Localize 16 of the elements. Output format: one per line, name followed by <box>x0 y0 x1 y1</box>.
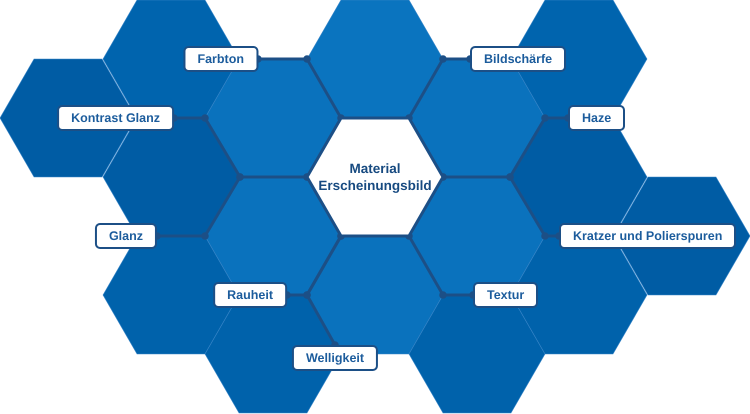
connector-line <box>406 55 470 120</box>
property-label: Rauheit <box>213 282 287 308</box>
property-label: Glanz <box>94 223 157 249</box>
property-label: Bildschärfe <box>470 46 566 72</box>
center-title: Material Erscheinungsbild <box>317 160 433 194</box>
connector-line <box>304 234 344 346</box>
property-label: Textur <box>473 282 538 308</box>
connector-line <box>157 173 308 240</box>
property-label: Farbton <box>183 46 258 72</box>
connector-line <box>258 55 344 120</box>
property-label: Welligkeit <box>292 345 378 371</box>
connector-line <box>442 114 568 181</box>
property-label: Kontrast Glanz <box>57 105 174 131</box>
connector-line <box>406 234 473 299</box>
property-label: Haze <box>568 105 626 131</box>
property-label: Kratzer und Polierspuren <box>559 223 736 249</box>
